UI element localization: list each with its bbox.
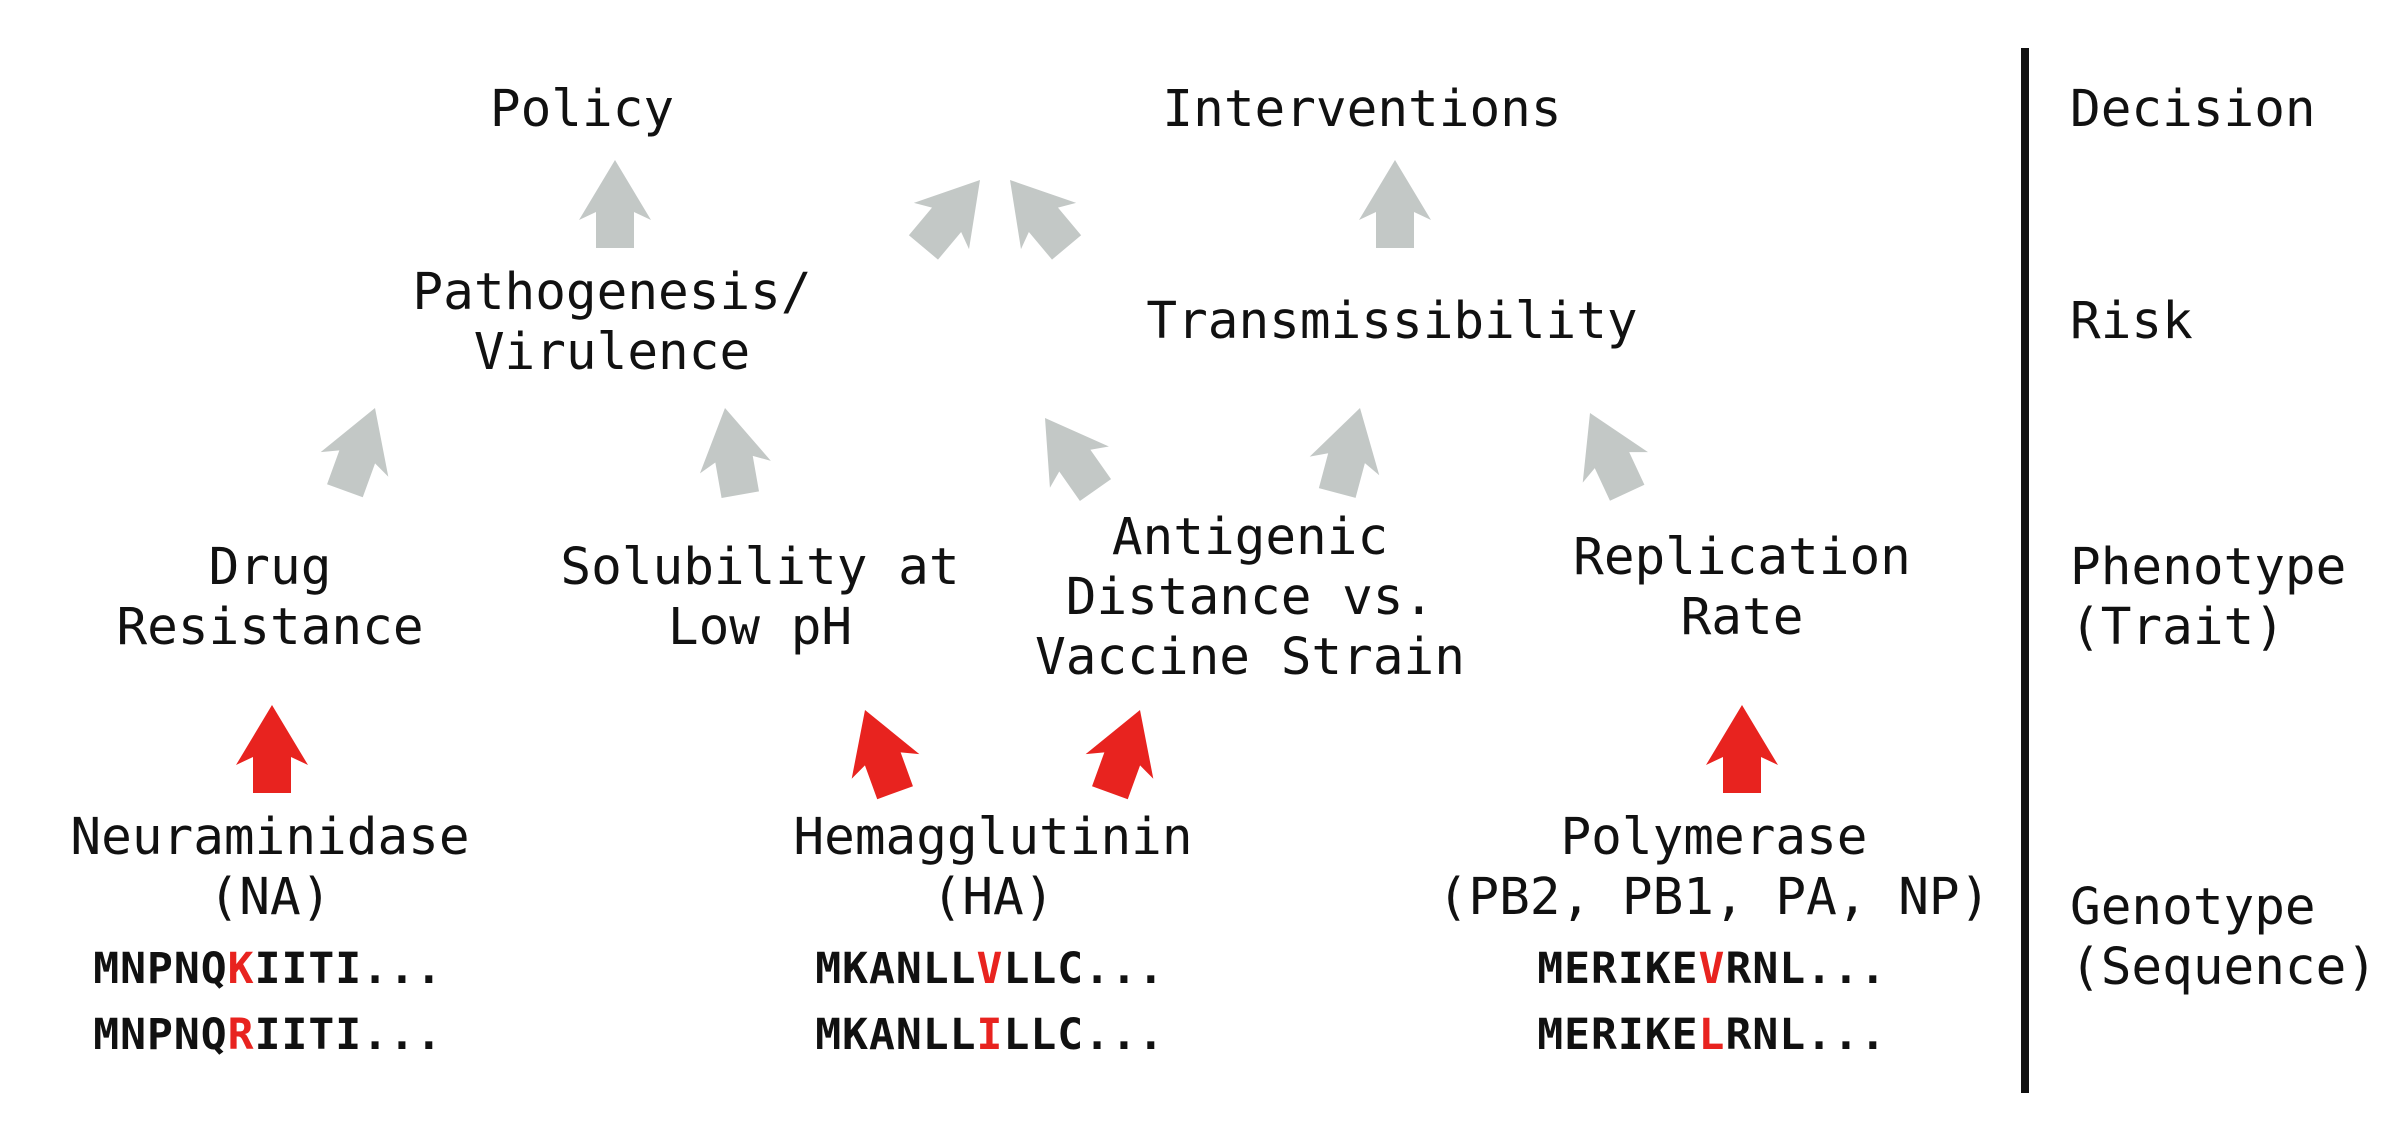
node-polymerase-line-1: Polymerase [1560, 808, 1868, 867]
sequence-prefix: MERIKE [1537, 1010, 1699, 1060]
node-solubility: Solubility at Low pH [560, 538, 959, 658]
sequence-suffix: IITI... [254, 1010, 443, 1060]
sequence-prefix: MERIKE [1537, 944, 1699, 994]
sequence-mutation: K [227, 944, 255, 994]
node-interventions: Interventions [1162, 80, 1561, 140]
level-phenotype-line-1: Phenotype [2070, 538, 2347, 597]
sequence-mutation: V [976, 944, 1004, 994]
sequence-ha-2: MKANLLILLC... [815, 1010, 1165, 1060]
level-risk-label: Risk [2070, 292, 2193, 351]
level-genotype: Genotype (Sequence) [2070, 878, 2377, 998]
node-neuraminidase-line-2: (NA) [208, 868, 332, 927]
sequence-suffix: RNL... [1725, 944, 1887, 994]
sequence-suffix: LLC... [1003, 1010, 1165, 1060]
sequence-pol-2: MERIKELRNL... [1537, 1010, 1887, 1060]
node-antigenic-distance: Antigenic Distance vs. Vaccine Strain [1035, 508, 1465, 688]
node-solubility-line-2: Low pH [667, 598, 853, 657]
node-pathogenesis: Pathogenesis/ Virulence [412, 263, 811, 383]
node-antigenic-line-3: Vaccine Strain [1035, 628, 1465, 687]
node-transmissibility: Transmissibility [1146, 292, 1637, 352]
node-interventions-label: Interventions [1162, 80, 1562, 139]
node-pathogenesis-line-2: Virulence [473, 323, 751, 382]
sequence-prefix: MKANLL [815, 1010, 977, 1060]
arrow-antigenic-to-pathogenesis [1045, 418, 1112, 501]
node-solubility-line-1: Solubility at [560, 538, 960, 597]
node-hemagglutinin: Hemagglutinin (HA) [793, 808, 1192, 928]
level-divider [2021, 48, 2029, 1093]
level-phenotype-line-2: (Trait) [2070, 598, 2285, 657]
sequence-mutation: R [227, 1010, 255, 1060]
level-decision-label: Decision [2070, 80, 2316, 139]
node-policy: Policy [490, 80, 674, 140]
node-pathogenesis-line-1: Pathogenesis/ [412, 263, 812, 322]
level-genotype-line-1: Genotype [2070, 878, 2316, 937]
node-neuraminidase-line-1: Neuraminidase [70, 808, 470, 867]
arrow-drug-to-pathogenesis [320, 408, 389, 498]
sequence-na-1: MNPNQKIITI... [93, 944, 443, 994]
arrow-to-policy-right [1010, 180, 1082, 260]
sequence-prefix: MNPNQ [93, 944, 228, 994]
node-drug-resistance: Drug Resistance [116, 538, 423, 658]
arrow-replication-to-transmissibility [1582, 413, 1648, 501]
sequence-mutation: I [976, 1010, 1004, 1060]
node-antigenic-line-1: Antigenic [1111, 508, 1389, 567]
arrow-ha-to-antigenic [1085, 710, 1154, 800]
sequence-na-2: MNPNQRIITI... [93, 1010, 443, 1060]
node-replication-rate: Replication Rate [1573, 528, 1911, 648]
sequence-suffix: LLC... [1003, 944, 1165, 994]
arrow-policy [579, 160, 651, 248]
level-decision: Decision [2070, 80, 2316, 140]
node-transmissibility-label: Transmissibility [1146, 292, 1638, 351]
node-neuraminidase: Neuraminidase (NA) [70, 808, 469, 928]
arrow-to-interventions-left [908, 180, 980, 260]
node-hemagglutinin-line-2: (HA) [931, 868, 1055, 927]
sequence-suffix: IITI... [254, 944, 443, 994]
node-hemagglutinin-line-1: Hemagglutinin [793, 808, 1193, 867]
node-replication-line-2: Rate [1680, 588, 1804, 647]
sequence-prefix: MNPNQ [93, 1010, 228, 1060]
sequence-suffix: RNL... [1725, 1010, 1887, 1060]
arrow-antigenic-to-transmissibility [1309, 408, 1380, 498]
arrow-na-to-drug [236, 705, 308, 793]
node-antigenic-line-2: Distance vs. [1065, 568, 1435, 627]
arrow-ha-to-solubility [851, 710, 920, 800]
level-risk: Risk [2070, 292, 2193, 352]
level-phenotype: Phenotype (Trait) [2070, 538, 2346, 658]
node-polymerase-line-2: (PB2, PB1, PA, NP) [1437, 868, 1991, 927]
sequence-ha-1: MKANLLVLLC... [815, 944, 1165, 994]
level-genotype-line-2: (Sequence) [2070, 938, 2378, 997]
sequence-prefix: MKANLL [815, 944, 977, 994]
node-replication-line-1: Replication [1573, 528, 1911, 587]
node-polymerase: Polymerase (PB2, PB1, PA, NP) [1438, 808, 1991, 928]
arrow-solubility-to-pathogenesis [699, 408, 771, 498]
arrow-interventions [1359, 160, 1431, 248]
sequence-pol-1: MERIKEVRNL... [1537, 944, 1887, 994]
sequence-mutation: L [1698, 1010, 1726, 1060]
node-drug-resistance-line-2: Resistance [116, 598, 424, 657]
arrow-pol-to-replication [1706, 705, 1778, 793]
node-policy-label: Policy [489, 80, 675, 139]
sequence-mutation: V [1698, 944, 1726, 994]
node-drug-resistance-line-1: Drug [208, 538, 332, 597]
